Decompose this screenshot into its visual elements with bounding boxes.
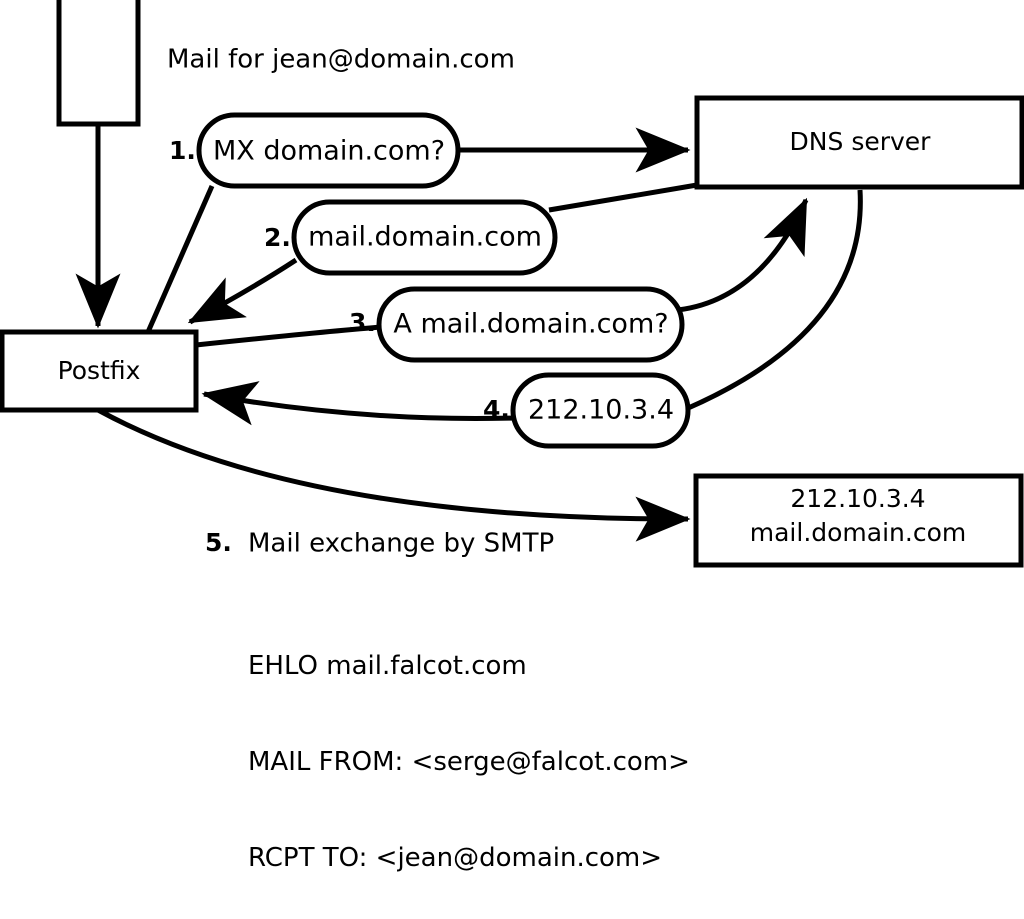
node-postfix-label: Postfix <box>58 356 141 385</box>
edge-postfix-to-step3 <box>195 324 383 348</box>
edge-step3-to-dns <box>677 197 809 313</box>
step-number-4: 4. <box>483 395 510 424</box>
node-dns-box <box>694 95 1024 190</box>
bubble-step2 <box>291 199 558 276</box>
node-client-box <box>56 0 141 127</box>
caption-mail-for: Mail for jean@domain.com <box>167 45 515 75</box>
node-postfix-box <box>0 329 199 413</box>
smtp-line: MAIL FROM: <serge@falcot.com> <box>248 747 690 777</box>
step-number-5: 5. <box>205 528 232 557</box>
smtp-line: RCPT TO: <jean@domain.com> <box>248 843 663 873</box>
step-number-1: 1. <box>169 136 196 165</box>
smtp-transcript: EHLO mail.falcot.com MAIL FROM: <serge@f… <box>248 586 690 919</box>
edge-postfix-to-mailserver <box>96 407 691 542</box>
step-number-3: 3. <box>349 308 376 337</box>
edge-dns-to-step4 <box>685 189 863 412</box>
edge-step2-to-postfix <box>187 257 298 325</box>
bubble-step1-label: MX domain.com? <box>213 136 445 167</box>
step-number-2: 2. <box>264 223 291 252</box>
bubble-step1 <box>196 112 461 189</box>
caption-step5: Mail exchange by SMTP <box>248 529 554 559</box>
node-mailserver-box <box>693 473 1024 568</box>
bubble-step3-label: A mail.domain.com? <box>393 309 668 340</box>
smtp-line: EHLO mail.falcot.com <box>248 651 527 681</box>
bubble-step4-label: 212.10.3.4 <box>528 395 674 426</box>
node-mailserver-host: mail.domain.com <box>750 518 966 547</box>
bubble-step3 <box>376 286 685 363</box>
node-dns-label: DNS server <box>790 127 932 156</box>
bubble-step2-label: mail.domain.com <box>308 222 542 253</box>
bubble-step4 <box>510 372 691 449</box>
edge-postfix-to-step1 <box>145 184 215 334</box>
node-mailserver-ip: 212.10.3.4 <box>790 484 925 513</box>
edge-step4-to-postfix <box>201 381 515 426</box>
edge-dns-to-step2 <box>548 182 698 213</box>
